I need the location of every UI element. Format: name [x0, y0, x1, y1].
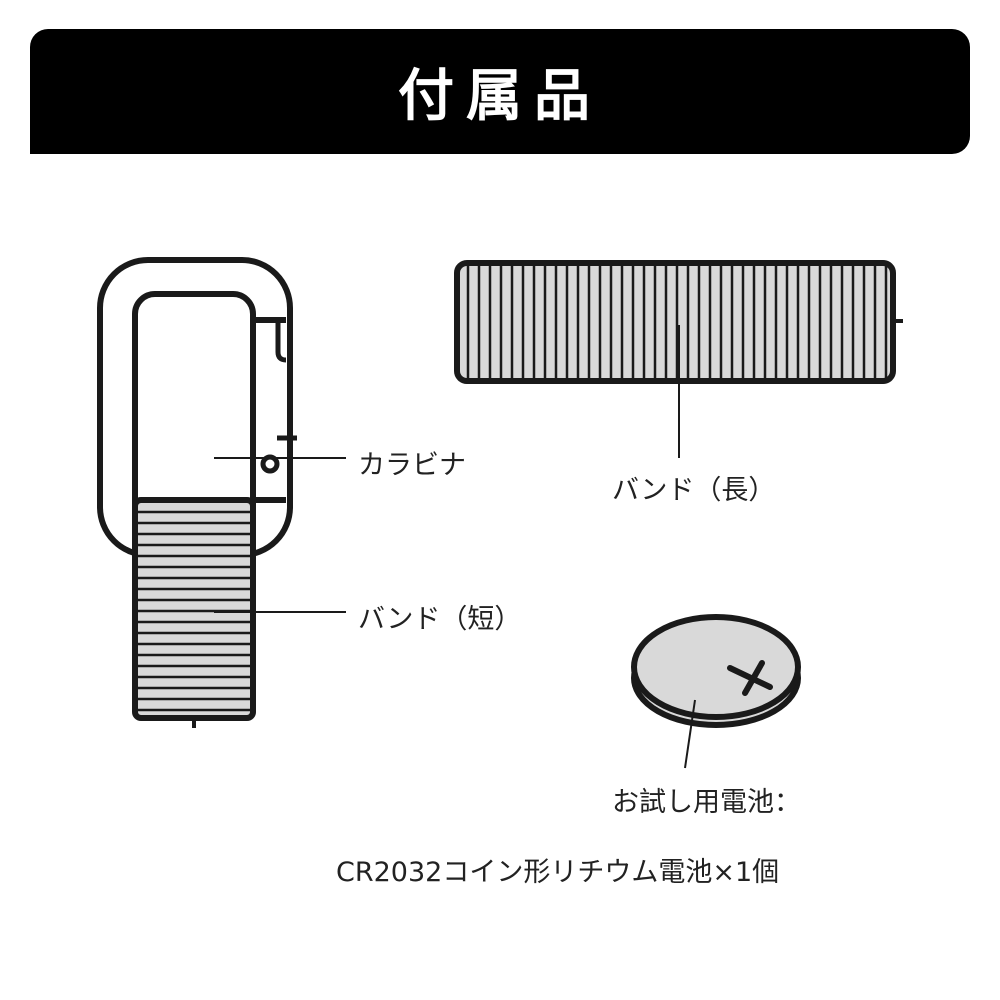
band-short-icon [132, 497, 256, 728]
page-title: 付属品 [398, 64, 602, 129]
battery-detail: CR2032コイン形リチウム電池×1個 [336, 857, 780, 888]
battery-label: お試し用電池： [612, 787, 801, 818]
band-long-icon [454, 260, 903, 458]
carabiner-icon [97, 257, 297, 558]
coin-battery-icon [631, 614, 801, 769]
carabiner-label: カラビナ [358, 450, 466, 481]
band-long-label: バンド（長） [612, 475, 776, 506]
header-banner: 付属品 [30, 29, 970, 154]
band-short-label: バンド（短） [358, 604, 522, 635]
leader-lines-left [214, 457, 346, 613]
